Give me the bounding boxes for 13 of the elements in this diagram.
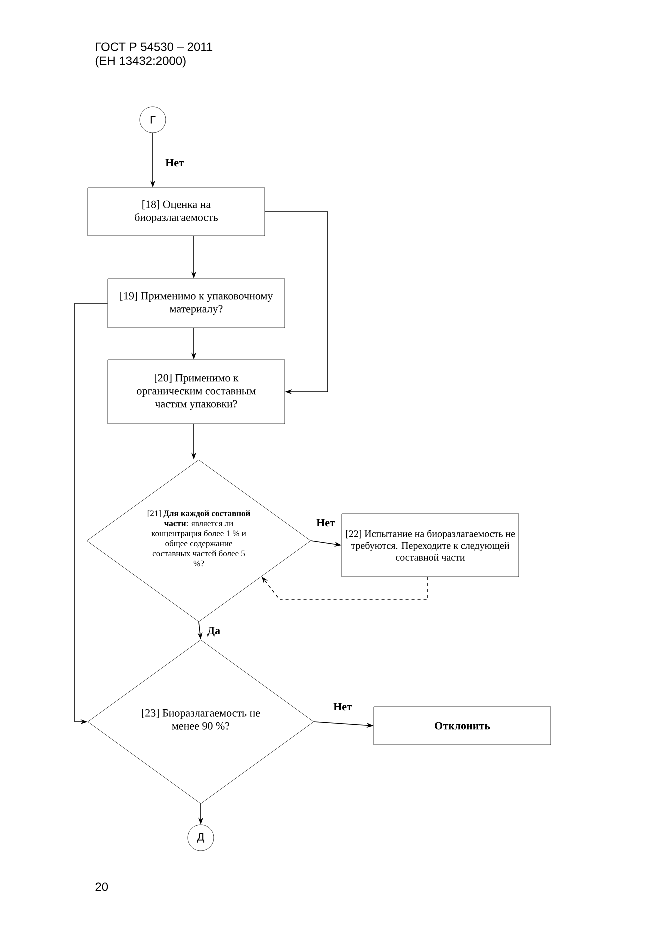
process-box: Отклонить <box>374 706 552 746</box>
edge-label: Нет <box>332 702 354 712</box>
edge-label: Нет <box>164 158 186 168</box>
process-box: [18] Оценка на биоразлагаемость <box>88 188 266 236</box>
process-box: [19] Применимо к упаковочному материалу? <box>108 278 286 328</box>
page-number: 20 <box>96 882 108 892</box>
process-box: [22] Испытание на биоразлагаемость не требуются. Переходите к следующей составной части <box>342 514 520 578</box>
arrow <box>264 212 328 395</box>
edge-label: Да <box>206 626 222 638</box>
header-text: (ЕН 13432:2000) <box>96 56 186 68</box>
process-box: [20] Применимо к органическим составным частям упаковки? <box>108 360 286 424</box>
header-text: ГОСТ Р 54530 – 2011 <box>96 42 213 52</box>
edge-label: Нет <box>316 518 336 528</box>
